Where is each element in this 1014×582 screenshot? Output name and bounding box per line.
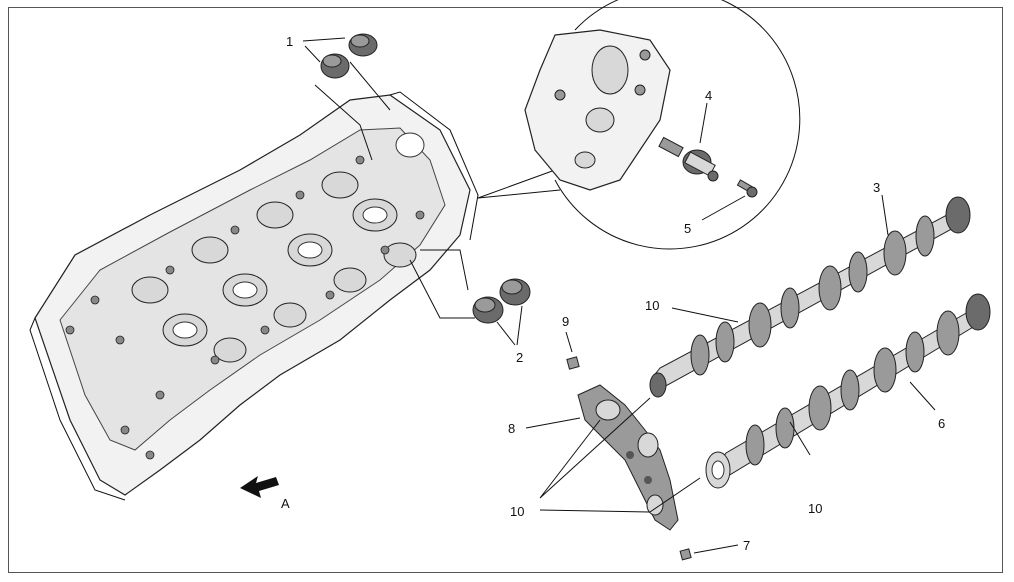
- leader-2-guide: [409, 249, 475, 319]
- camshaft-6: [705, 293, 991, 489]
- detail-magnifier: [477, 0, 801, 250]
- leader-10b: [539, 397, 651, 499]
- diagram-frame: [8, 7, 1003, 573]
- leader-9: [565, 331, 573, 353]
- cylinder-head: [29, 91, 479, 501]
- leader-4: [699, 102, 708, 144]
- callout-10b: 10: [510, 504, 524, 519]
- leader-3: [881, 194, 889, 236]
- leader-2: [496, 305, 523, 346]
- callout-4: 4: [705, 88, 712, 103]
- direction-label: A: [281, 496, 290, 511]
- leader-7: [693, 544, 739, 554]
- part-9-pin: [566, 356, 580, 370]
- camshaft-3: [649, 196, 971, 398]
- leader-8: [525, 417, 581, 429]
- callout-8: 8: [508, 421, 515, 436]
- head-bolts: [65, 155, 425, 460]
- callout-6: 6: [938, 416, 945, 431]
- callout-5: 5: [684, 221, 691, 236]
- callout-9: 9: [562, 314, 569, 329]
- callout-10a: 10: [645, 298, 659, 313]
- leader-1: [302, 37, 346, 63]
- callout-1: 1: [286, 34, 293, 49]
- part-4-sensor: [658, 136, 719, 182]
- callout-3: 3: [873, 180, 880, 195]
- callout-7: 7: [743, 538, 750, 553]
- leader-10b-lower: [539, 477, 701, 513]
- leader-10a: [671, 307, 739, 323]
- part-5-bolt: [736, 179, 758, 198]
- cam-journals: [131, 132, 425, 363]
- part-7-pin: [679, 548, 692, 561]
- direction-arrow: [240, 476, 279, 498]
- leader-10c: [789, 421, 811, 456]
- leader-1-guide: [314, 61, 391, 161]
- part-1-caps: [320, 33, 378, 79]
- leader-6: [909, 381, 936, 411]
- part-8-bracket: [577, 384, 679, 531]
- part-2-caps: [472, 278, 531, 324]
- callout-2: 2: [516, 350, 523, 365]
- callout-10c: 10: [808, 501, 822, 516]
- leader-5: [701, 195, 746, 221]
